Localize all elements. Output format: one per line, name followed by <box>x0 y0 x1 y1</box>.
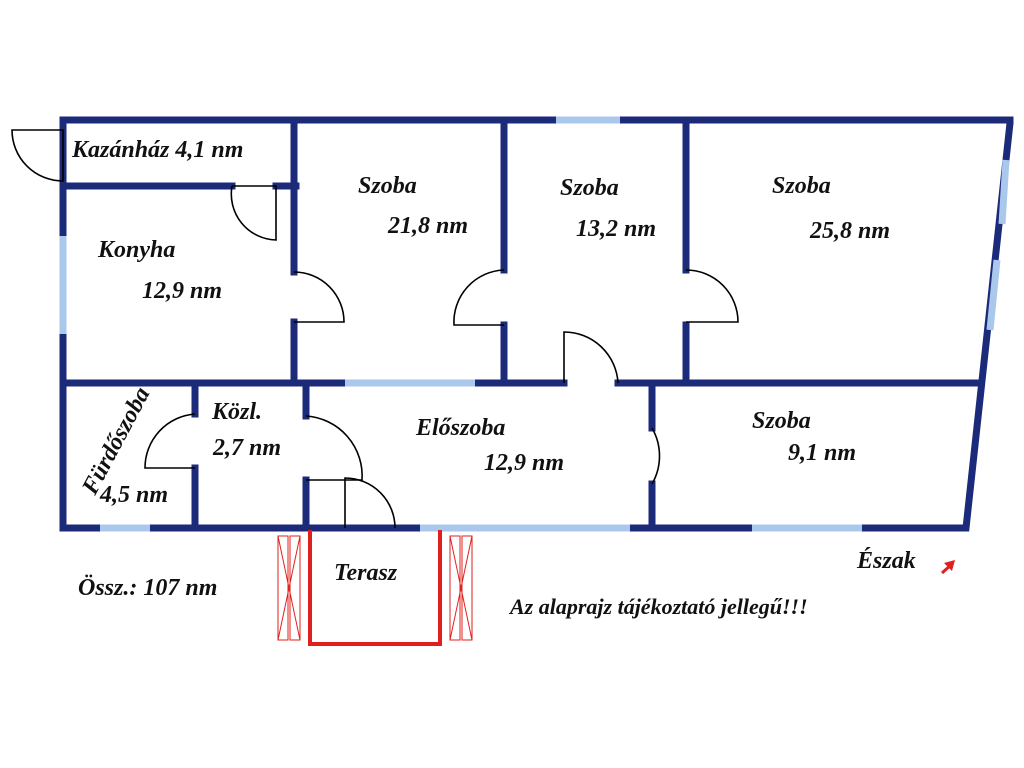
label-furdo-area: 4,5 nm <box>99 482 168 508</box>
windows <box>59 116 1010 532</box>
label-kazanhaz: Kazánház 4,1 nm <box>71 137 243 163</box>
doors <box>11 129 739 529</box>
room-labels: Kazánház 4,1 nm Szoba 21,8 nm Szoba 13,2… <box>71 137 890 586</box>
label-eloszoba-area: 12,9 nm <box>484 450 564 476</box>
label-szoba3-name: Szoba <box>772 173 831 199</box>
label-terasz: Terasz <box>334 560 398 586</box>
disclaimer-note: Az alaprajz tájékoztató jellegű!!! <box>508 594 808 619</box>
label-szoba1-area: 21,8 nm <box>387 213 468 239</box>
label-konyha-name: Konyha <box>97 237 175 263</box>
label-kozl-area: 2,7 nm <box>212 435 281 461</box>
interior-walls <box>59 116 984 532</box>
label-szoba3-area: 25,8 nm <box>809 218 890 244</box>
north-label: Észak <box>856 548 916 574</box>
label-szoba4-area: 9,1 nm <box>788 440 856 466</box>
label-szoba1-name: Szoba <box>358 173 417 199</box>
label-szoba4-name: Szoba <box>752 408 811 434</box>
label-kozl-name: Közl. <box>211 399 262 425</box>
label-szoba2-area: 13,2 nm <box>576 216 656 242</box>
notes: Össz.: 107 nm Észak Az alaprajz tájékozt… <box>78 548 916 619</box>
label-szoba2-name: Szoba <box>560 175 619 201</box>
label-konyha-area: 12,9 nm <box>142 278 222 304</box>
label-eloszoba-name: Előszoba <box>415 415 505 441</box>
north-arrow-icon <box>940 560 955 575</box>
terrace <box>277 530 473 646</box>
total-area-note: Össz.: 107 nm <box>78 575 217 601</box>
